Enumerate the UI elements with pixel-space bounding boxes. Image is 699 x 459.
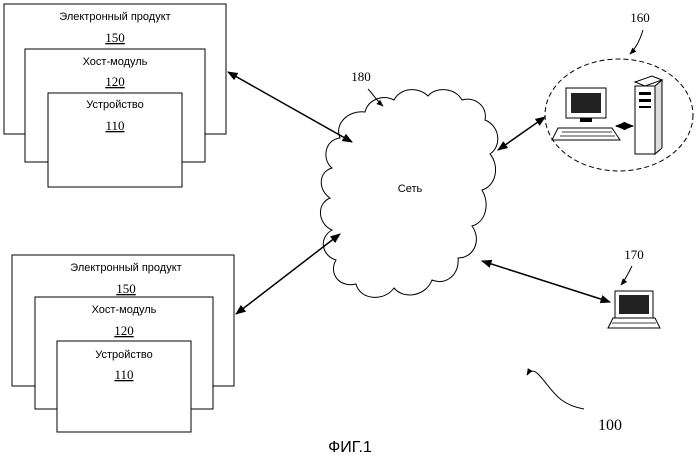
link-top-product-network — [228, 72, 352, 142]
server-station: 160 — [545, 10, 693, 171]
link-network-server — [498, 117, 545, 150]
link-bottom-product-network — [236, 234, 340, 314]
product-label: Электронный продукт — [70, 262, 181, 274]
product-ref: 150 — [116, 281, 136, 296]
product-ref: 150 — [105, 30, 125, 45]
host-label: Хост-модуль — [83, 56, 148, 68]
desktop-computer-icon — [552, 88, 620, 140]
electronic-product-bottom: Электронный продукт 150 Хост-модуль 120 … — [12, 255, 234, 432]
network-label: Сеть — [398, 183, 423, 195]
device-ref: 110 — [114, 367, 133, 382]
device-ref: 110 — [105, 118, 124, 133]
host-label: Хост-модуль — [92, 304, 157, 316]
host-ref: 120 — [114, 323, 134, 338]
server-ref-leader — [630, 30, 643, 54]
host-ref: 120 — [105, 74, 125, 89]
network-ref: 180 — [351, 69, 371, 84]
electronic-product-top: Электронный продукт 150 Хост-модуль 120 … — [4, 4, 226, 187]
figure-caption: ФИГ.1 — [328, 439, 372, 456]
figure-ref: 100 — [598, 417, 622, 434]
device-label: Устройство — [86, 99, 144, 111]
laptop-ref-leader — [621, 266, 632, 285]
server-tower-icon — [635, 76, 662, 154]
network-cloud: Сеть 180 — [320, 69, 497, 297]
laptop-icon — [608, 291, 660, 328]
laptop-ref: 170 — [624, 247, 644, 262]
link-network-laptop — [482, 261, 610, 302]
server-ref: 160 — [630, 10, 650, 25]
device-label: Устройство — [95, 349, 153, 361]
laptop-device: 170 — [608, 247, 660, 328]
figure-ref-leader — [527, 371, 584, 409]
product-label: Электронный продукт — [59, 11, 170, 23]
